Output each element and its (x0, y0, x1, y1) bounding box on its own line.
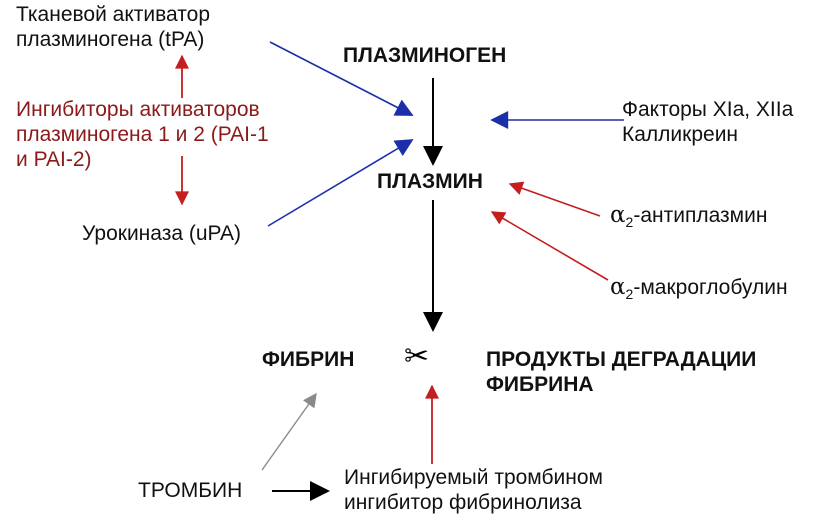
macroglobulin-inhibition-arrow (490, 211, 609, 281)
macroglobulin-subscript: 2 (625, 286, 634, 302)
antiplasmin-text: -антиплазмин (633, 204, 768, 227)
factors-label: Факторы XIa, XIIa Калликреин (622, 98, 793, 148)
plasmin-label: ПЛАЗМИН (377, 170, 483, 193)
thrombin-label: ТРОМБИН (138, 479, 243, 502)
factors-label-line2: Калликреин (622, 122, 739, 146)
antiplasmin-inhibition-arrow (508, 181, 601, 217)
antiplasmin-label: α2-антиплазмин (610, 202, 768, 230)
degradation-products-label: ПРОДУКТЫ ДЕГРАДАЦИИ ФИБРИНА (486, 348, 756, 398)
macroglobulin-text: -макроглобулин (633, 276, 788, 299)
tpa-label-line2: плазминогена (tPA) (16, 27, 205, 51)
thrombin-to-fibrin-arrow (261, 392, 317, 471)
fibrin-label: ФИБРИН (262, 348, 355, 371)
degradation-products-line1: ПРОДУКТЫ ДЕГРАДАЦИИ (486, 348, 757, 371)
degradation-products-line2: ФИБРИНА (486, 372, 594, 396)
tafi-label: Ингибируемый тромбином ингибитор фибрино… (344, 466, 603, 516)
pai-label-line3: и PAI-2) (16, 147, 92, 171)
antiplasmin-alpha: α (610, 202, 626, 228)
macroglobulin-alpha: α (610, 274, 626, 300)
tafi-label-line2: ингибитор фибринолиза (344, 490, 582, 514)
pai-label-line2: плазминогена 1 и 2 (PAI-1 (16, 122, 269, 146)
pai-label-line1: Ингибиторы активаторов (16, 98, 260, 121)
macroglobulin-label: α2-макроглобулин (610, 274, 788, 302)
tpa-label-line1: Тканевой активатор (16, 3, 211, 26)
tpa-activation-arrow (269, 41, 414, 116)
upa-activation-arrow (267, 139, 414, 227)
tafi-label-line1: Ингибируемый тромбином (344, 466, 603, 489)
antiplasmin-subscript: 2 (625, 214, 634, 230)
factors-label-line1: Факторы XIa, XIIa (622, 98, 794, 121)
urokinase-label: Урокиназа (uPA) (82, 222, 241, 245)
plasminogen-label: ПЛАЗМИНОГЕН (343, 44, 507, 67)
scissors-icon: ✂ (404, 339, 430, 374)
pai-label: Ингибиторы активаторов плазминогена 1 и … (16, 98, 269, 172)
tpa-label: Тканевой активатор плазминогена (tPA) (16, 3, 210, 53)
